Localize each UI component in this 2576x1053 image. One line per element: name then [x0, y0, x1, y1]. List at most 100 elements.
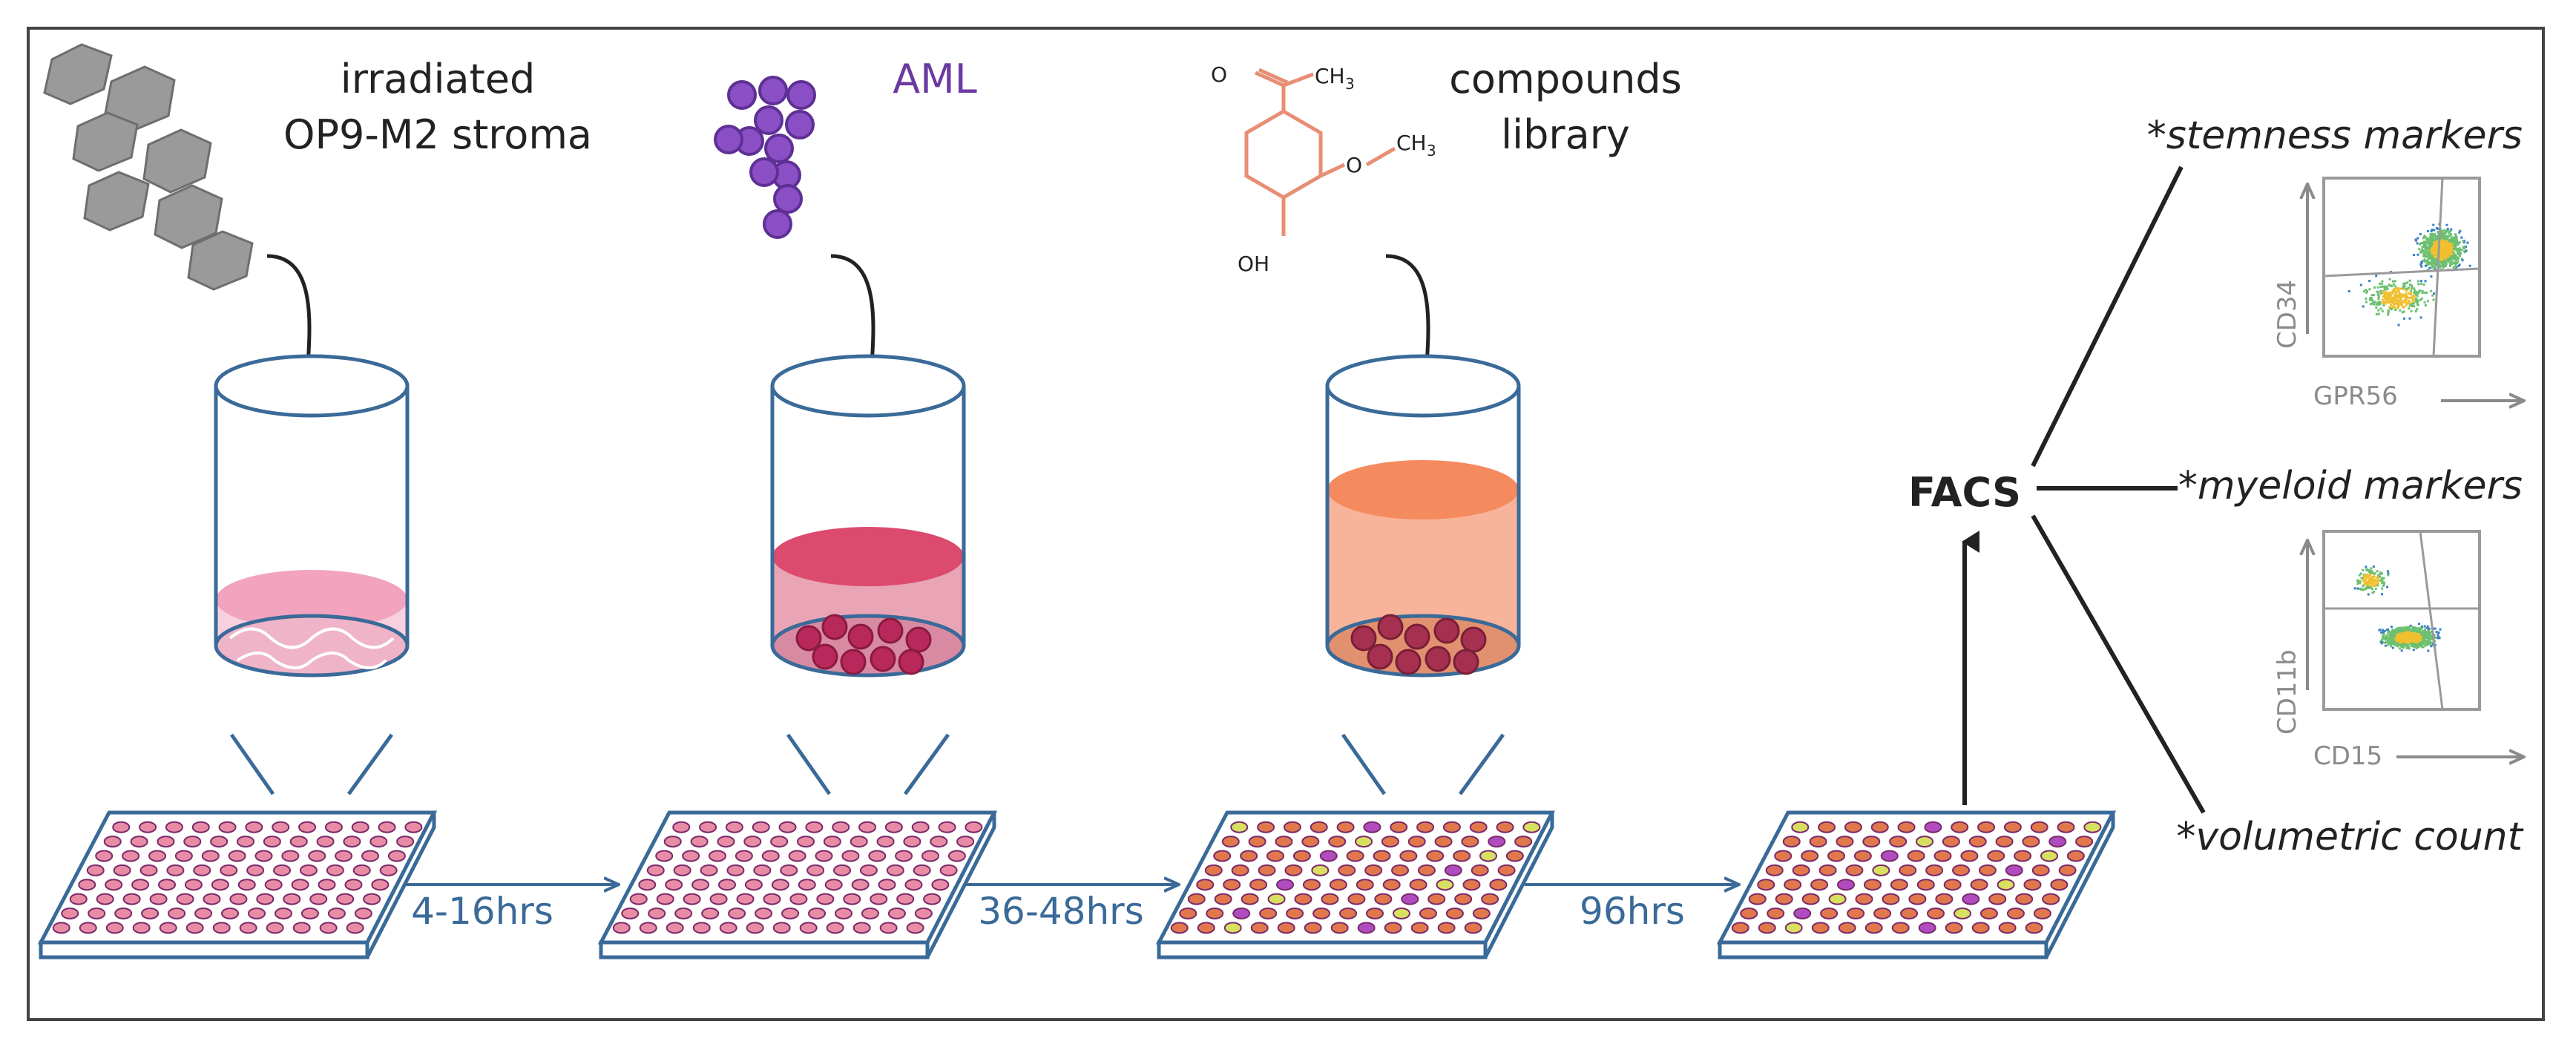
scatter-dot — [2408, 292, 2411, 295]
well-plate-1 — [37, 810, 438, 959]
plate-well — [1250, 922, 1269, 934]
scatter-dot — [2364, 583, 2367, 585]
plate-well — [1970, 879, 1988, 891]
scatter-dot — [2394, 308, 2397, 311]
scatter-dot — [2379, 307, 2382, 310]
plate-well — [690, 836, 709, 848]
scatter-dot — [2411, 626, 2414, 629]
scatter-dot — [2430, 634, 2433, 637]
scatter-dot — [2392, 639, 2395, 642]
plate-well — [780, 864, 798, 876]
scatter-dot — [2438, 637, 2441, 640]
plate-well — [1818, 864, 1837, 876]
plate-well — [772, 922, 791, 934]
plate-well — [2058, 864, 2077, 876]
scatter-dot — [2424, 644, 2427, 647]
scatter-dot — [2373, 572, 2376, 575]
plate-well — [95, 850, 114, 862]
plate-well — [1889, 836, 1908, 848]
scatter-dot — [2387, 299, 2390, 302]
scatter-dot — [2450, 257, 2453, 260]
plate-well — [1464, 922, 1482, 934]
scatter-dot — [2442, 253, 2445, 256]
plate-well — [1845, 864, 1864, 876]
plate-well — [1338, 864, 1356, 876]
scatter-dot — [2423, 301, 2426, 304]
plate-well — [735, 850, 753, 862]
oh-group: OH — [1238, 252, 1269, 276]
plate-well — [2023, 879, 2042, 891]
scatter-dot — [2419, 233, 2422, 236]
scatter-dot — [2431, 294, 2434, 297]
scatter-dot — [2425, 238, 2428, 241]
plate-well — [174, 850, 193, 862]
scatter-dot — [2384, 644, 2387, 647]
plate-well — [923, 893, 942, 905]
scatter-dot — [2449, 232, 2452, 235]
scatter-dot — [2366, 569, 2369, 572]
scatter-dot — [2374, 301, 2377, 304]
plate-well — [2033, 907, 2051, 919]
scatter-dot — [2427, 240, 2430, 243]
scatter-dot — [2399, 298, 2402, 301]
scatter-dot — [2399, 287, 2402, 290]
plate-well — [906, 922, 924, 934]
plate-well — [1213, 850, 1232, 862]
plate-well — [1899, 864, 1917, 876]
plate-well — [904, 879, 923, 891]
scatter-dot — [2468, 264, 2471, 267]
scatter-dot — [2422, 629, 2425, 632]
scatter-dot — [2423, 234, 2426, 237]
scatter-dot — [2365, 291, 2368, 294]
scatter-dot — [2423, 258, 2426, 261]
scatter-dot — [2420, 297, 2423, 300]
scatter-dot — [2385, 637, 2388, 640]
scatter-dot — [2448, 244, 2451, 247]
scatter-dot — [2392, 291, 2395, 294]
plate-well — [79, 922, 97, 934]
plate-well — [292, 922, 311, 934]
scatter-dot — [2434, 243, 2437, 246]
scatter-dot — [2366, 580, 2369, 583]
plate-well — [761, 850, 780, 862]
scatter-dot — [2431, 229, 2434, 232]
scatter-dot — [2428, 643, 2431, 646]
scatter-dot — [2458, 241, 2461, 244]
plate-well — [1731, 922, 1749, 934]
scatter-dot — [2396, 641, 2399, 644]
scatter-dot — [2391, 280, 2394, 283]
scatter-dot — [2441, 263, 2444, 266]
scatter-dot — [2424, 246, 2427, 249]
scatter-dot — [2413, 635, 2416, 638]
plate-well — [1916, 879, 1935, 891]
plate-well — [1791, 821, 1810, 833]
scatter-dot — [2445, 229, 2448, 232]
scatter-dot — [2452, 240, 2455, 243]
scatter-dot — [2394, 285, 2397, 288]
scatter-dot — [2405, 287, 2408, 290]
scatter-dot — [2388, 638, 2391, 641]
scatter-dot — [2394, 641, 2397, 644]
plate-well — [1301, 836, 1320, 848]
scatter-dot — [2446, 246, 2449, 249]
plate-well — [805, 821, 824, 833]
plate-well — [832, 821, 850, 833]
scatter-dot — [2427, 627, 2430, 630]
plate-well — [1384, 922, 1402, 934]
scatter-dot — [2371, 588, 2374, 591]
scatter-dot — [2412, 649, 2415, 652]
scatter-dot — [2401, 301, 2404, 304]
scatter-dot — [2409, 292, 2412, 295]
scatter-dot — [2447, 253, 2450, 256]
scatter-dot — [2368, 288, 2371, 291]
scatter-dot — [2422, 637, 2425, 640]
scatter-dot — [2453, 255, 2456, 257]
culture-tube-2 — [770, 354, 966, 678]
scatter-dot — [2428, 640, 2431, 643]
scatter-dot — [2426, 643, 2429, 646]
plate-well — [148, 850, 166, 862]
plate-well — [663, 836, 682, 848]
aml-label: AML — [893, 56, 977, 102]
scatter-dot — [2387, 312, 2390, 315]
plate-well — [309, 893, 328, 905]
